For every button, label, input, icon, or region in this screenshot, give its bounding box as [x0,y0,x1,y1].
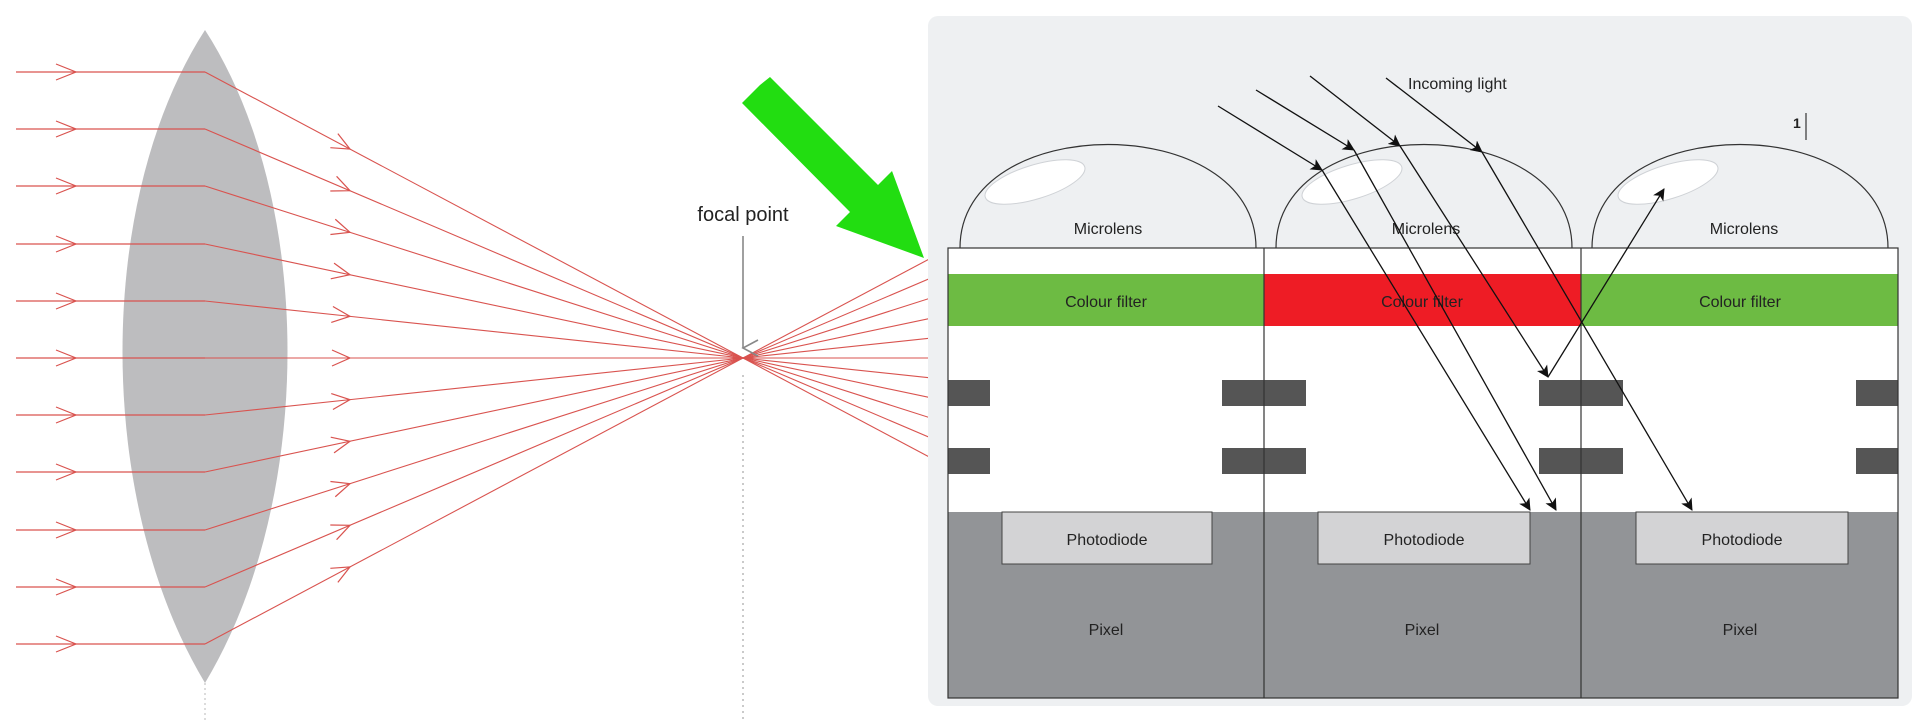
light-ray [1353,149,1557,511]
ray-arrowhead [331,305,352,323]
microlens-label: Microlens [1710,221,1778,238]
colour-filter-label: Colour filter [1065,294,1147,311]
ray-arrowhead [330,480,352,498]
refracted-ray [204,71,930,458]
ray-arrowhead [330,524,352,541]
colour-filter-red [1264,274,1581,326]
ray-arrowhead [55,463,78,481]
ray-arrowhead [330,262,352,280]
photodiode-label: Photodiode [1067,532,1148,549]
corner-marker-label: 1 [1793,115,1801,131]
refracted-ray [204,243,930,399]
ray-arrowhead [330,133,352,150]
microlens-1: Microlens [959,143,1257,249]
ray-arrowhead [55,521,78,539]
sensor-outline [947,247,1899,699]
microlens-label: Microlens [1074,221,1142,238]
lens-diagram: focal point [16,30,930,720]
microlens-label: Microlens [1392,221,1460,238]
pixel-label: Pixel [1089,622,1124,639]
light-ray [1255,89,1355,151]
light-ray [1217,105,1323,171]
light-ray [1309,75,1401,147]
ray-arrowhead [55,120,78,138]
refracted-ray [204,317,930,473]
ray-arrowhead [330,175,352,192]
ray-arrowhead [55,177,78,195]
ray-arrowhead [55,635,78,653]
refracted-ray [204,185,930,419]
light-ray [1321,169,1531,511]
colour-filter-label: Colour filter [1381,294,1463,311]
ray-arrowhead [330,566,352,583]
colour-filter-green-2 [1581,274,1898,326]
sensor-stack: Colour filter Colour filter Colour filte… [947,247,1899,699]
refracted-ray [204,277,930,588]
incoming-light-rays [1217,75,1693,511]
ray-arrowhead [330,218,352,236]
pixel-label: Pixel [1723,622,1758,639]
light-ray-reflected [1547,188,1665,378]
light-ray [1385,77,1483,153]
ray-arrowhead [330,436,352,454]
focal-point-label: focal point [697,204,789,226]
microlenses: Microlens Microlens Microlens [959,143,1889,249]
ray-arrowhead [331,393,352,411]
ray-arrowhead [55,578,78,596]
colour-filter-green-1 [948,274,1264,326]
photodiode-label: Photodiode [1702,532,1783,549]
photodiode-1 [1001,511,1213,565]
photodiode-label: Photodiode [1384,532,1465,549]
convex-lens [122,30,288,683]
refracted-ray [204,258,930,645]
incoming-light-label: Incoming light [1408,76,1507,93]
refracted-ray [204,337,930,416]
light-rays [16,63,930,653]
refracted-ray [204,300,930,379]
photodiode-2 [1317,511,1531,565]
microlens-2: Microlens [1275,143,1573,249]
pixel-label: Pixel [1405,622,1440,639]
light-ray [1481,151,1693,511]
pointer-arrow [742,77,924,258]
ray-arrowhead [55,349,78,367]
ray-arrowhead [55,235,78,253]
refracted-ray [204,128,930,439]
refracted-ray [204,297,930,531]
microlens-3: Microlens [1591,143,1889,249]
light-ray [1399,145,1549,378]
photodiode-3 [1635,511,1849,565]
ray-arrowhead [55,63,78,81]
ray-arrowhead [331,349,352,367]
ray-arrowhead [55,292,78,310]
colour-filter-label: Colour filter [1699,294,1781,311]
ray-arrowhead [55,406,78,424]
